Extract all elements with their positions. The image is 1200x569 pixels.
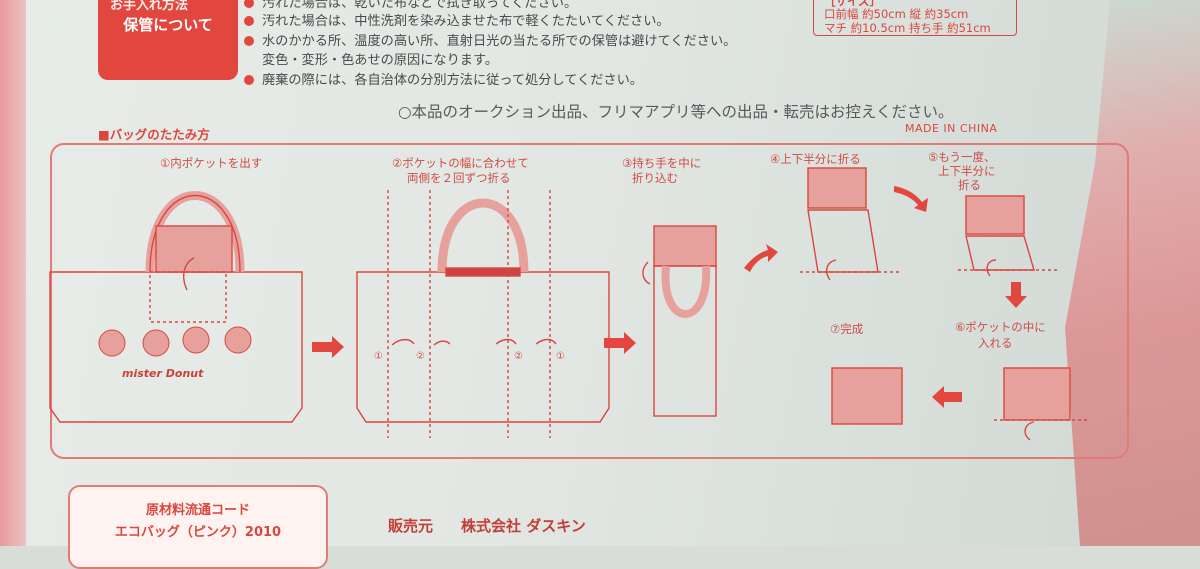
seller-line: 販売元 株式会社 ダスキン [388, 515, 586, 536]
step-1-label: ①内ポケットを出す [160, 156, 263, 170]
made-in-label: MADE IN CHINA [905, 122, 998, 135]
seller-company: 株式会社 ダスキン [461, 517, 586, 535]
fold-diagrams [49, 167, 1090, 441]
care-bullet-cont: 変色・変形・色あせの原因になります。 [262, 53, 499, 68]
fold-arrow-icon [986, 259, 997, 277]
care-box-title: 保管について [123, 16, 213, 34]
care-bullet: 廃棄の際には、各自治体の分別方法に従って処分してください。 [244, 69, 643, 88]
next-arrow-icon [744, 244, 778, 272]
bag-body-step2 [356, 271, 610, 423]
step-5-label-c: 折る [958, 178, 981, 192]
brand-print: mister Donut [122, 367, 204, 380]
folded-half-step4 [807, 209, 879, 273]
step-4-label: ④上下半分に折る [770, 152, 861, 166]
bag-body-step1 [49, 271, 303, 423]
donut-icon [98, 329, 126, 357]
material-code-value: エコバッグ（ピンク）2010 [114, 525, 282, 540]
pocket-step5 [965, 195, 1025, 235]
size-line-2: マチ 約10.5cm 持ち手 約51cm [824, 21, 991, 35]
material-code-title: 原材料流通コード [145, 503, 250, 518]
size-box: ［サイズ］ 口前幅 約50cm 縦 約35cm マチ 約10.5cm 持ち手 約… [813, 0, 1017, 36]
fold-instructions-frame [50, 143, 1129, 459]
care-bullet: 汚れた場合は、中性洗剤を染み込ませた布で軽くたたいてください。 [244, 10, 670, 29]
fold-arrow-icon [535, 338, 557, 345]
bag-fabric-left [0, 0, 26, 546]
next-arrow-icon [894, 186, 928, 212]
fold-section-title: ■バッグのたたみ方 [98, 127, 210, 142]
material-code-box: 原材料流通コード エコバッグ（ピンク）2010 [68, 485, 328, 569]
care-box: お手入れ方法 保管について [98, 0, 238, 80]
donut-icon [142, 329, 170, 357]
bullet-dot-icon [244, 75, 254, 85]
inner-pocket [155, 225, 233, 273]
pocket-step3 [653, 225, 717, 267]
step-2-label-a: ②ポケットの幅に合わせて [392, 156, 529, 170]
pocket-outline [149, 271, 227, 323]
bullet-dot-icon [244, 16, 254, 26]
fold-mark-2-left: ② [416, 351, 425, 362]
step-3-label-b: 折り込む [632, 171, 678, 185]
donut-icon [224, 326, 252, 354]
size-line-1: 口前幅 約50cm 縦 約35cm [824, 7, 969, 21]
down-arrow-icon [1005, 282, 1027, 308]
resale-notice: ○本品のオークション出品、フリマアプリ等への出品・転売はお控えください。 [398, 103, 954, 121]
seller-label: 販売元 [388, 517, 434, 535]
step-6-label-a: ⑥ポケットの中に [955, 320, 1046, 334]
step-7-label: ⑦完成 [830, 322, 864, 336]
donut-icon [182, 326, 210, 354]
pocket-step6 [1003, 367, 1071, 421]
fold-arrow-icon [391, 338, 415, 346]
pocket-top-step2 [445, 267, 521, 277]
next-arrow-icon [604, 332, 636, 354]
care-bullet: 汚れた場合は、乾いた布などで拭き取ってください。 [244, 0, 577, 11]
step-5-label-a: ⑤もう一度、 [928, 150, 996, 164]
strip-step3 [653, 265, 717, 417]
step-5-label-b: 上下半分に [938, 164, 996, 178]
pull-out-arrow-icon [183, 257, 195, 291]
fold-mark-2-right: ② [514, 351, 523, 362]
care-bullet: 水のかかる所、温度の高い所、直射日光の当たる所での保管は避けてください。 [244, 30, 736, 49]
size-header: ［サイズ］ [824, 0, 882, 8]
package-sheet [0, 0, 1200, 546]
step-2-label-b: 両側を２回ずつ折る [407, 171, 511, 185]
step-3-label-a: ③持ち手を中に [622, 156, 702, 170]
tuck-arrow-icon [642, 261, 651, 285]
fold-mark-1-left: ① [374, 351, 383, 362]
insert-arrow-icon [1024, 421, 1035, 441]
bag-handle-outline [149, 194, 241, 273]
care-box-cut-text: お手入れ方法 [110, 0, 189, 13]
bullet-dot-icon [244, 36, 254, 46]
next-arrow-icon [312, 336, 344, 358]
folded-quarter-step5 [965, 235, 1035, 271]
handle-tucked [661, 265, 711, 318]
bullet-dot-icon [244, 0, 254, 8]
fold-arrow-icon [495, 338, 517, 345]
fold-arrow-icon [433, 340, 451, 346]
back-arrow-icon [932, 386, 962, 408]
fold-mark-1-right: ① [556, 351, 565, 362]
finished-pouch [831, 367, 903, 425]
step-6-label-b: 入れる [978, 336, 1013, 350]
bag-handle-step2 [437, 198, 529, 273]
fold-arrow-icon [825, 259, 837, 281]
pocket-step4 [807, 167, 867, 209]
